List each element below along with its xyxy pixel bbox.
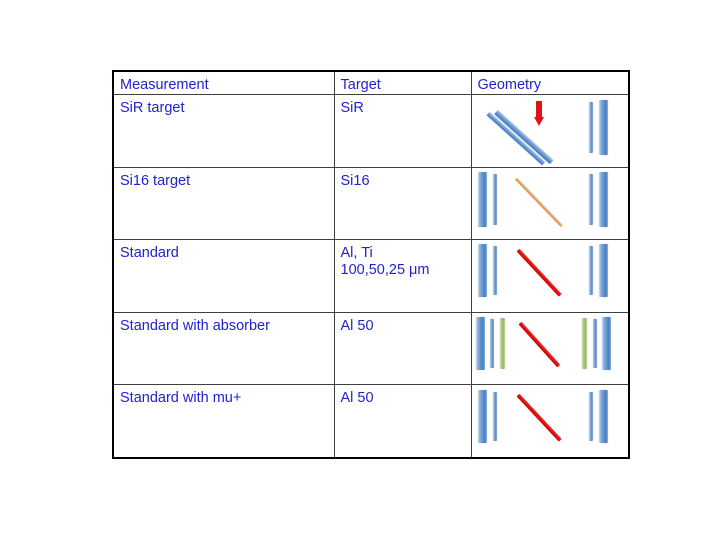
foil-diagonal-red	[516, 393, 562, 443]
target-label: Al 50	[340, 390, 374, 407]
header-geometry-label: Geometry	[477, 77, 542, 93]
cell-target: SiR	[333, 94, 472, 168]
cell-target: Al 50	[333, 311, 472, 386]
detector-bar-right-thin	[592, 318, 597, 368]
detector-bar-left-thin	[492, 392, 497, 442]
detector-bar-right-thick	[598, 390, 608, 444]
arrow-head	[533, 117, 544, 127]
header-measurement: Measurement	[112, 70, 335, 96]
detector-bar-right-thin	[588, 173, 593, 225]
detector-bar-right-thin	[588, 102, 593, 154]
target-label: SiR	[340, 100, 364, 117]
foil-diagonal-red	[518, 321, 560, 368]
cell-target: Si16	[333, 166, 472, 241]
table-row: SiR target SiR	[112, 94, 630, 168]
table-header-row: Measurement Target Geometry	[112, 70, 630, 96]
measurement-label: Standard with mu+	[120, 390, 242, 407]
cell-measurement: Standard	[112, 239, 335, 313]
target-label: Si16	[340, 172, 370, 189]
arrow-shaft	[535, 101, 542, 119]
cell-measurement: Si16 target	[112, 166, 335, 241]
measurement-label: Standard with absorber	[120, 317, 270, 334]
detector-bar-left-thin	[492, 246, 497, 296]
target-label: Al, Ti 100,50,25 μm	[340, 245, 430, 279]
cell-geometry	[470, 166, 630, 241]
foil-diagonal-red	[516, 248, 562, 297]
header-target-label: Target	[340, 77, 381, 93]
measurement-label: SiR target	[120, 100, 185, 117]
target-label: Al 50	[340, 317, 374, 334]
detector-bar-left-thick	[477, 390, 487, 444]
measurement-label: Si16 target	[120, 172, 191, 189]
detector-bar-left-thick	[475, 316, 485, 370]
header-geometry: Geometry	[470, 70, 630, 96]
table-row: Standard with mu+ Al 50	[112, 384, 630, 459]
geometry-diagram-standard	[472, 240, 629, 312]
table-row: Standard Al, Ti 100,50,25 μm	[112, 239, 630, 313]
detector-bar-left-thick	[477, 244, 487, 298]
cell-geometry	[470, 311, 630, 386]
detector-bar-left-thin	[492, 173, 497, 225]
absorber-bar-right-green	[581, 317, 587, 369]
cell-geometry	[470, 94, 630, 168]
geometry-diagram-absorber	[472, 313, 629, 385]
target-bar-diagonal-inner	[493, 109, 554, 165]
cell-target: Al, Ti 100,50,25 μm	[333, 239, 472, 313]
geometry-diagram-muplus	[472, 385, 629, 457]
measurement-geometry-table: Measurement Target Geometry SiR target S…	[112, 70, 630, 459]
detector-bar-right-thick	[598, 100, 608, 156]
detector-bar-left-thin	[489, 318, 494, 368]
cell-target: Al 50	[333, 384, 472, 459]
header-target: Target	[333, 70, 472, 96]
cell-measurement: Standard with absorber	[112, 311, 335, 386]
cell-geometry	[470, 239, 630, 313]
table-row: Si16 target Si16	[112, 166, 630, 241]
detector-bar-left-thick	[477, 171, 487, 227]
cell-measurement: Standard with mu+	[112, 384, 335, 459]
cell-geometry	[470, 384, 630, 459]
geometry-diagram-si16	[472, 168, 629, 240]
table-row: Standard with absorber Al 50	[112, 311, 630, 386]
geometry-diagram-sir	[472, 95, 629, 167]
detector-bar-right-thick	[598, 171, 608, 227]
measurement-label: Standard	[120, 245, 179, 262]
detector-bar-right-thick	[601, 316, 611, 370]
absorber-bar-left-green	[499, 317, 505, 369]
detector-bar-right-thick	[598, 244, 608, 298]
foil-diagonal-orange	[514, 177, 563, 227]
detector-bar-right-thin	[588, 392, 593, 442]
detector-bar-right-thin	[588, 246, 593, 296]
cell-measurement: SiR target	[112, 94, 335, 168]
header-measurement-label: Measurement	[120, 77, 209, 93]
